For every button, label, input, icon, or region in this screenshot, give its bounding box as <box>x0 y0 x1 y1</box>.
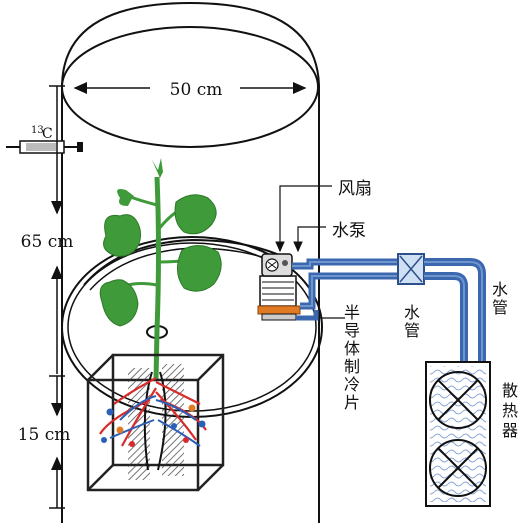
pump-pointer <box>293 226 326 253</box>
water-pipe-char: 管 <box>404 321 420 340</box>
radiator <box>425 361 491 507</box>
radiator-char: 器 <box>502 421 518 440</box>
thermoelectric-label: 半 导 体 制 冷 片 <box>344 303 360 412</box>
radiator-label: 散 热 器 <box>502 381 518 440</box>
roots <box>99 377 207 447</box>
isotope-element: C <box>42 126 53 142</box>
height-dimension <box>49 85 65 509</box>
water-pipe-char: 水 <box>404 303 420 322</box>
radiator-char: 热 <box>502 401 518 420</box>
cylinder-chamber <box>61 1 320 523</box>
fan-pointer <box>275 185 332 253</box>
thermoelectric-char: 导 <box>344 321 360 340</box>
isotope-superscript: 13 <box>31 125 44 136</box>
water-pipe-label-right: 水 管 <box>492 280 508 317</box>
height-lower-label: 15 cm <box>18 425 71 445</box>
pump-label: 水泵 <box>332 221 366 241</box>
water-pipes <box>292 253 486 362</box>
root-cage <box>86 353 225 492</box>
height-upper-label: 65 cm <box>21 232 74 252</box>
syringe <box>6 140 83 154</box>
thermoelectric-char: 冷 <box>344 375 360 394</box>
diameter-label: 50 cm <box>170 80 223 100</box>
fan-label: 风扇 <box>338 179 372 199</box>
radiator-char: 散 <box>502 381 518 400</box>
thermoelectric-char: 体 <box>344 339 360 358</box>
water-pipe-char: 水 <box>492 280 508 299</box>
water-pipe-label-left: 水 管 <box>404 303 420 340</box>
plant <box>99 158 222 381</box>
thermoelectric-char: 片 <box>344 393 360 412</box>
thermoelectric-char: 半 <box>344 303 360 322</box>
cooling-unit <box>257 253 301 321</box>
water-pipe-char: 管 <box>492 298 508 317</box>
thermoelectric-char: 制 <box>344 357 360 376</box>
